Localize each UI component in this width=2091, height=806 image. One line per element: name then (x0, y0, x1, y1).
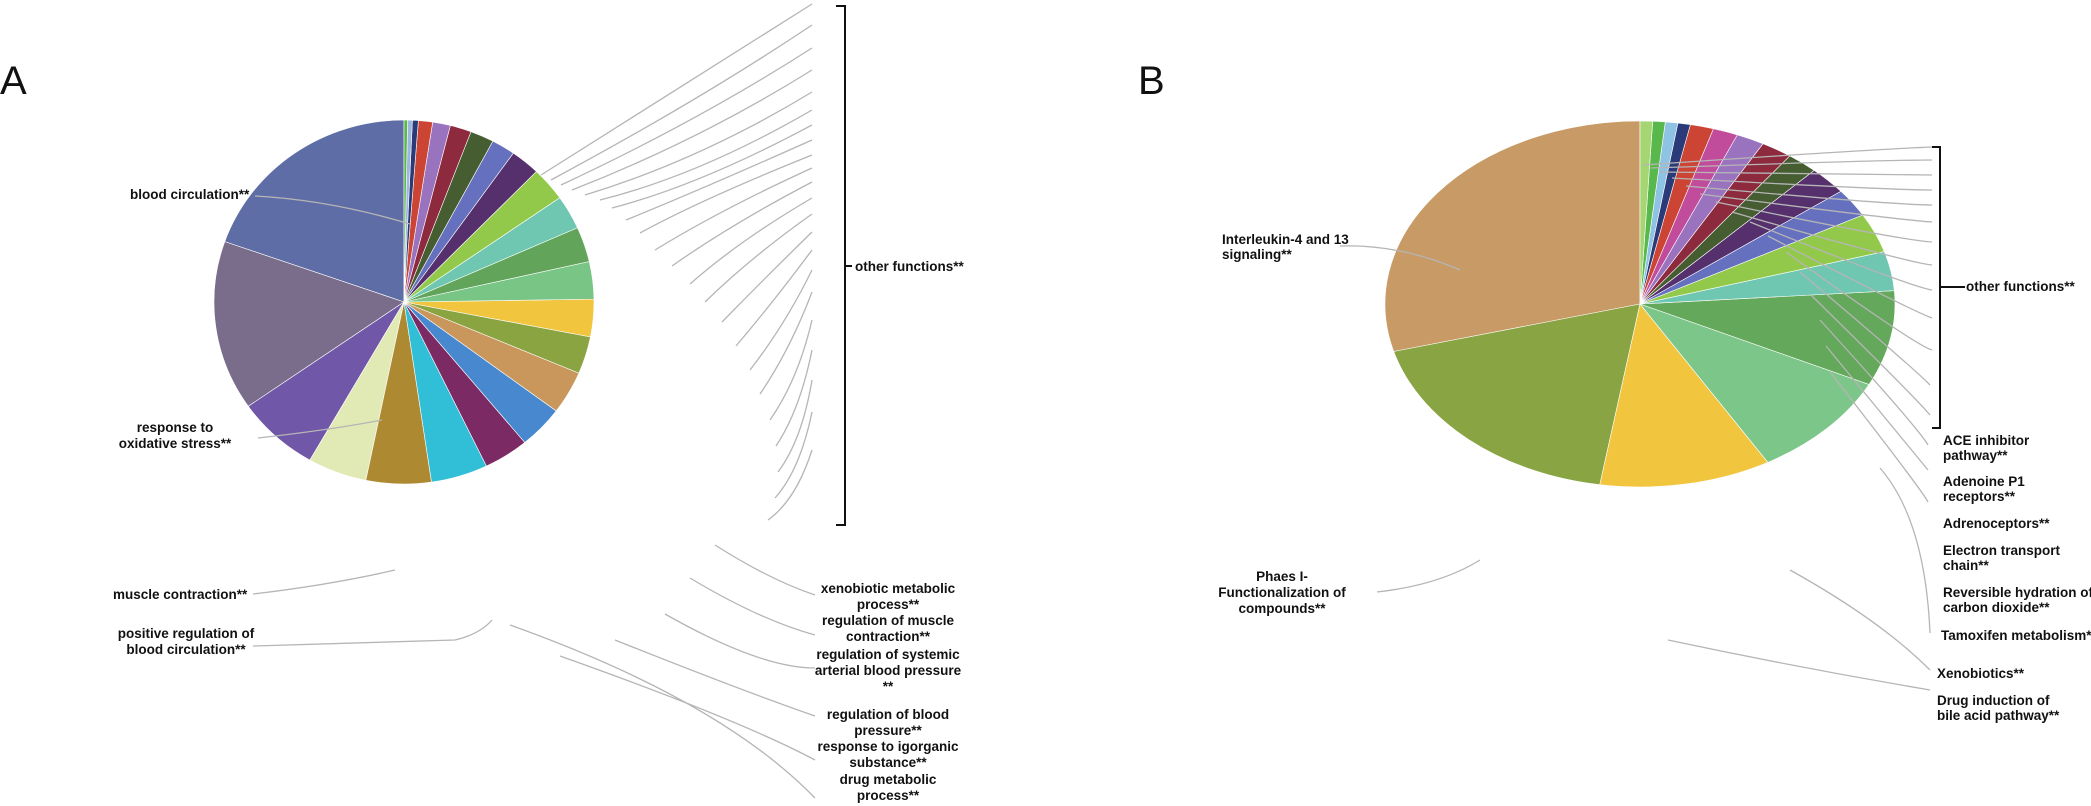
pie-a-slice-23 (403, 119, 408, 303)
label-b-other-functions: other functions** (1966, 279, 2075, 294)
leader-lines-b (1339, 146, 1933, 691)
pie-b-slice-17 (1639, 120, 1653, 305)
label-b-xenobiotics: Xenobiotics** (1937, 666, 2025, 681)
label-a-blood-circulation: blood circulation** (130, 187, 250, 202)
label-b-tamoxifen: Tamoxifen metabolism** (1941, 628, 2091, 643)
panel-a-label: A (0, 59, 27, 103)
bracket-a (836, 5, 852, 526)
label-b-adrenoceptors: Adrenoceptors** (1943, 516, 2050, 531)
pie-a-slice-1 (213, 241, 405, 407)
pie-b (1384, 120, 1896, 488)
pie-b-slice-0 (1384, 120, 1641, 352)
bracket-b (1932, 146, 1965, 429)
leader-lines-a (252, 3, 816, 799)
panel-a: A (0, 3, 964, 803)
pie-a (213, 119, 595, 485)
pie-b-slice-3 (1639, 303, 1870, 463)
panel-b-label: B (1138, 59, 1165, 103)
label-a-muscle-contraction: muscle contraction** (113, 587, 248, 602)
panel-b: B In (1138, 59, 2091, 723)
pie-b-slice-1 (1393, 303, 1641, 486)
label-a-other-functions: other functions** (855, 259, 964, 274)
pie-b-slice-2 (1599, 303, 1769, 488)
